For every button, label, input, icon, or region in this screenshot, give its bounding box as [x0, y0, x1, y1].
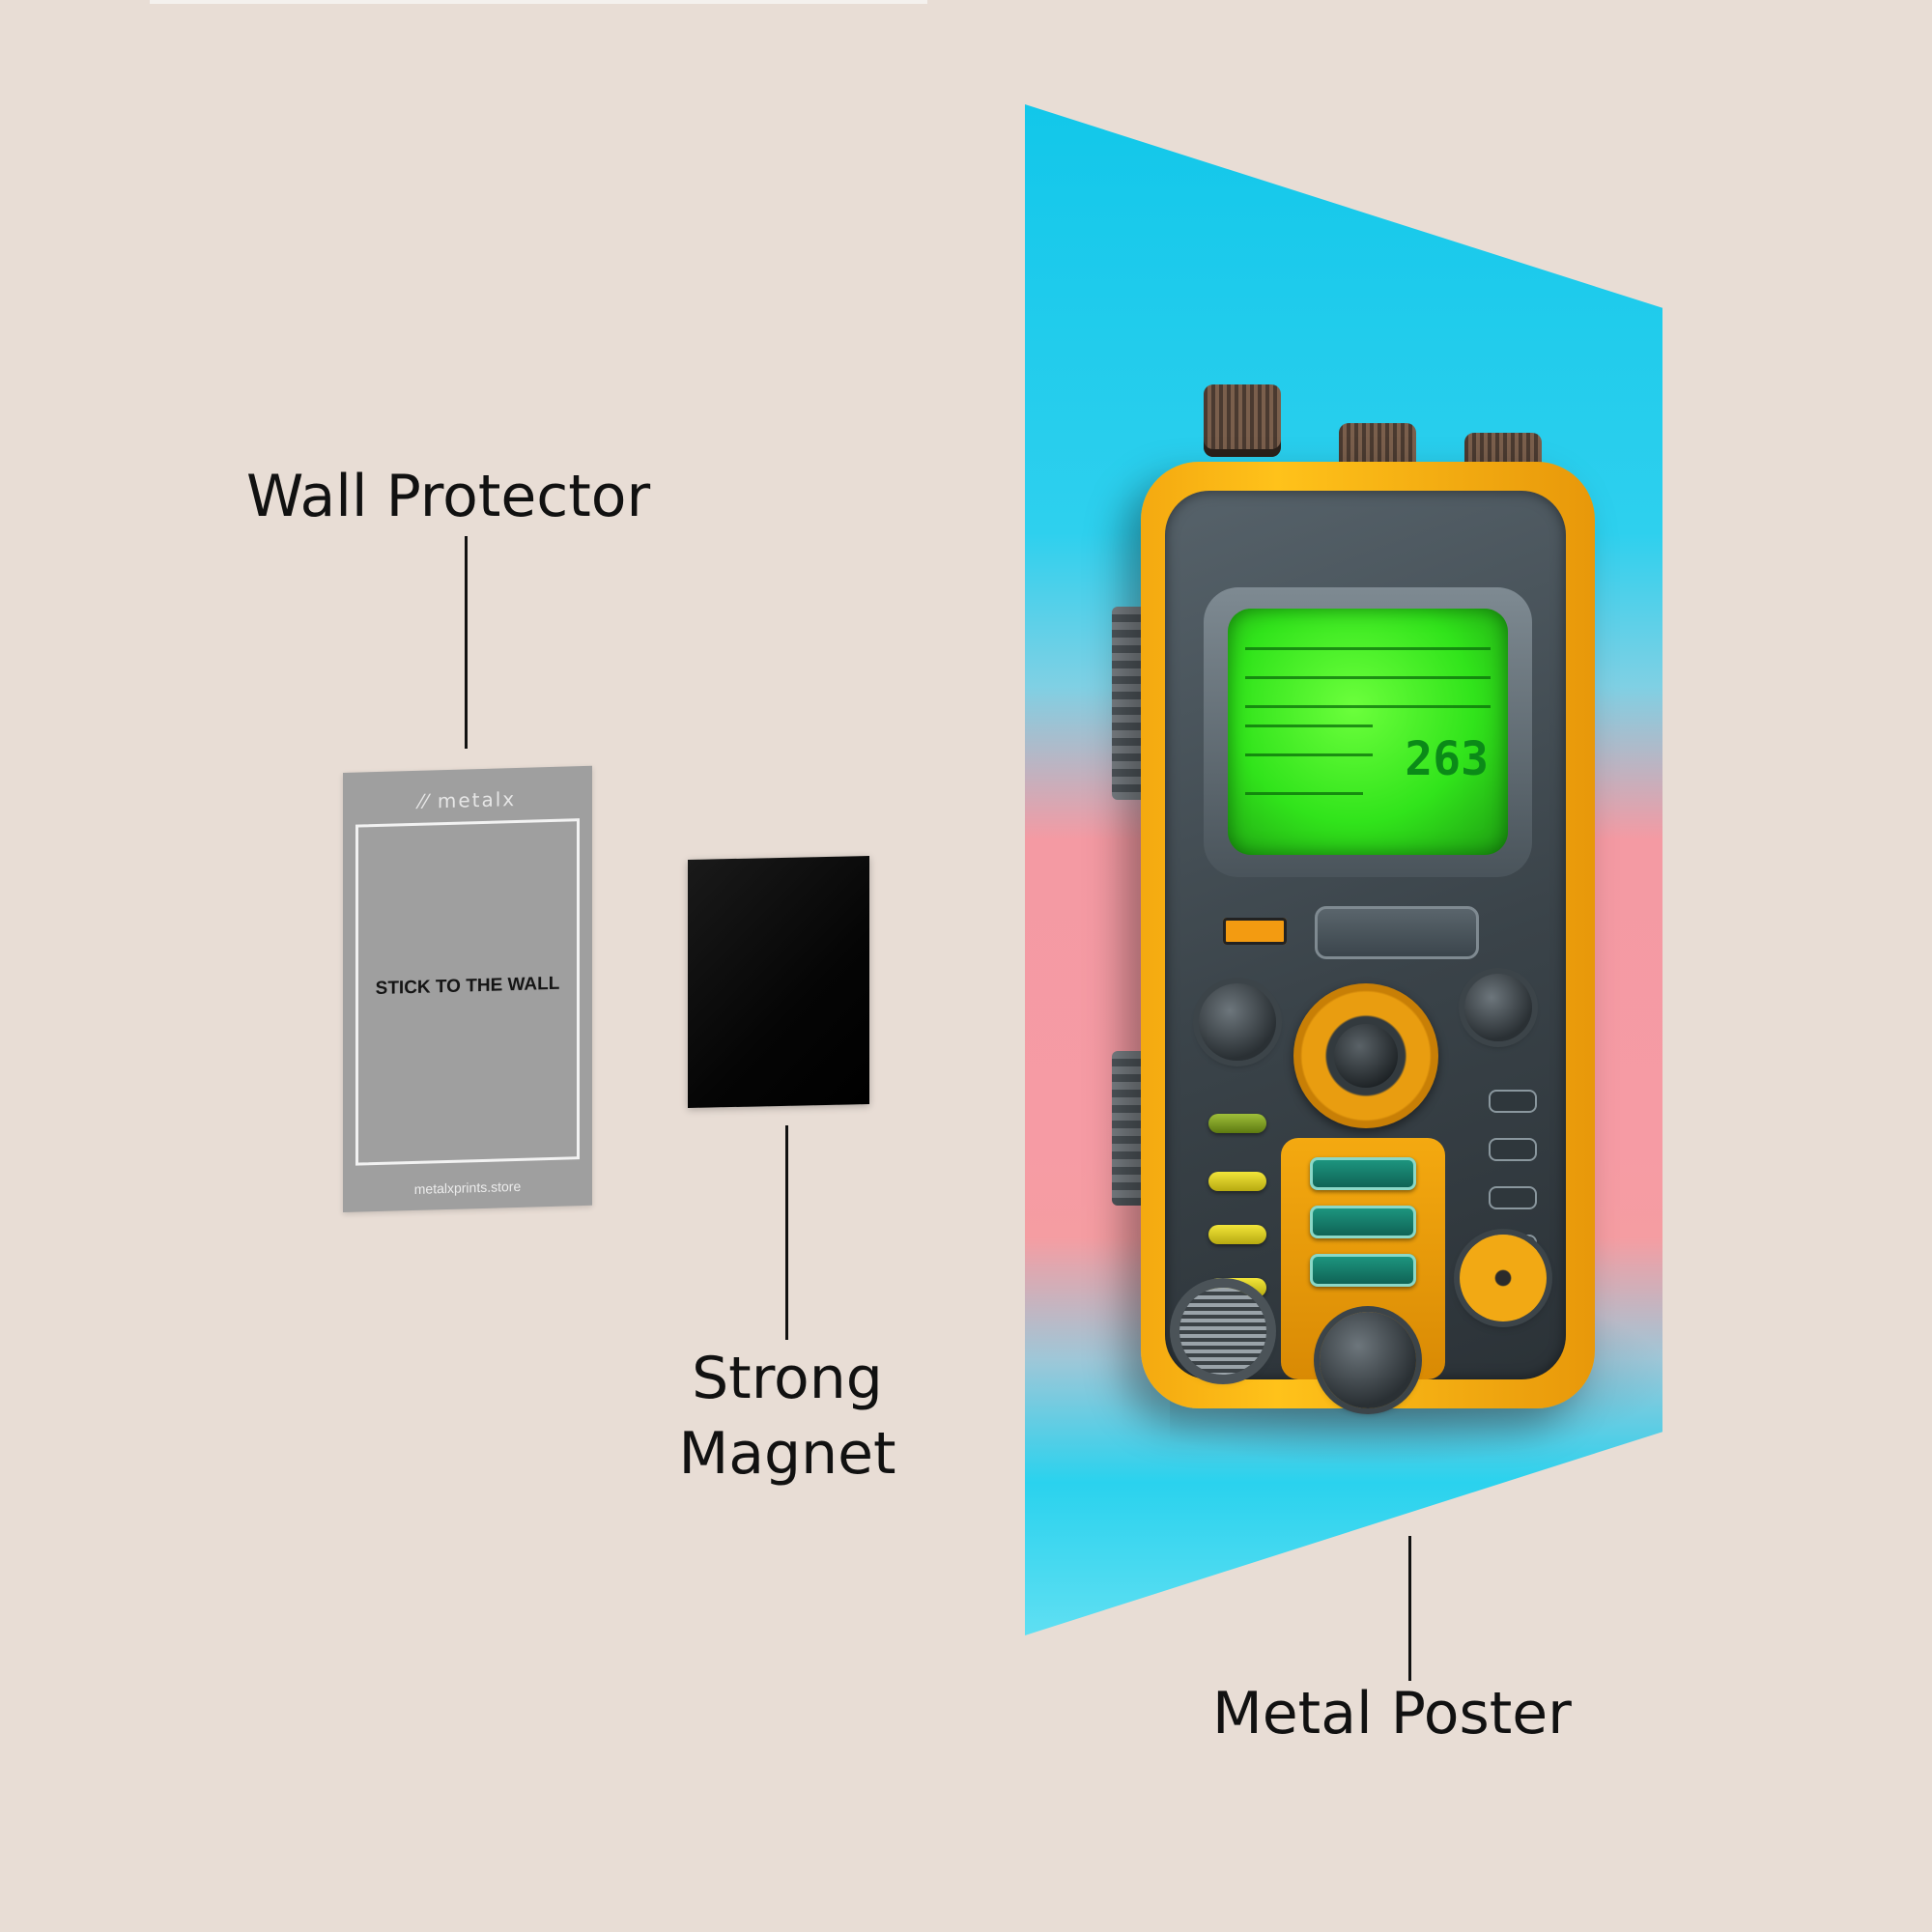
metal-poster-label: Metal Poster — [1212, 1680, 1572, 1747]
top-strip — [150, 0, 927, 4]
magnet-label-line-2: Magnet — [678, 1420, 896, 1488]
yellow-key — [1208, 1225, 1266, 1244]
magnet-label-line-1: Strong — [692, 1345, 883, 1412]
metal-poster: 263 — [1025, 104, 1662, 1635]
sun-dial — [1460, 1235, 1547, 1321]
screen-line — [1245, 676, 1491, 679]
yellow-key — [1208, 1172, 1266, 1191]
screen-line — [1245, 705, 1491, 708]
screen-line — [1245, 647, 1491, 650]
strong-magnet — [688, 856, 869, 1108]
screen-line — [1245, 753, 1373, 756]
wall-protector-card: ⁄⁄ metalx STICK TO THE WALL metalxprints… — [343, 765, 592, 1212]
yellow-key — [1208, 1114, 1266, 1133]
small-key — [1489, 1090, 1537, 1113]
joystick-cap — [1334, 1024, 1398, 1088]
bottom-center-dial — [1320, 1312, 1416, 1408]
screen-line — [1245, 792, 1363, 795]
green-key — [1310, 1157, 1416, 1190]
poster-leader-line — [1408, 1536, 1411, 1681]
small-key — [1489, 1186, 1537, 1209]
left-round-button — [1199, 983, 1276, 1061]
speaker-grille — [1179, 1288, 1266, 1375]
green-key — [1310, 1206, 1416, 1238]
logo-plate — [1315, 906, 1479, 959]
retro-device-illustration: 263 — [1112, 384, 1614, 1408]
wall-protector-leader-line — [465, 536, 468, 749]
top-knob-1 — [1204, 384, 1281, 457]
right-round-button — [1464, 974, 1532, 1041]
orange-tag — [1223, 918, 1287, 945]
wall-protector-label: Wall Protector — [246, 463, 651, 530]
magnet-leader-line — [785, 1125, 788, 1340]
strong-magnet-label: Strong Magnet — [667, 1341, 908, 1492]
screen-digits: 263 — [1405, 732, 1489, 786]
store-url-text: metalxprints.store — [413, 1178, 522, 1197]
green-screen: 263 — [1228, 609, 1508, 855]
metalx-logo: ⁄⁄ metalx — [418, 786, 517, 813]
screen-line — [1245, 724, 1373, 727]
small-key — [1489, 1138, 1537, 1161]
green-key — [1310, 1254, 1416, 1287]
